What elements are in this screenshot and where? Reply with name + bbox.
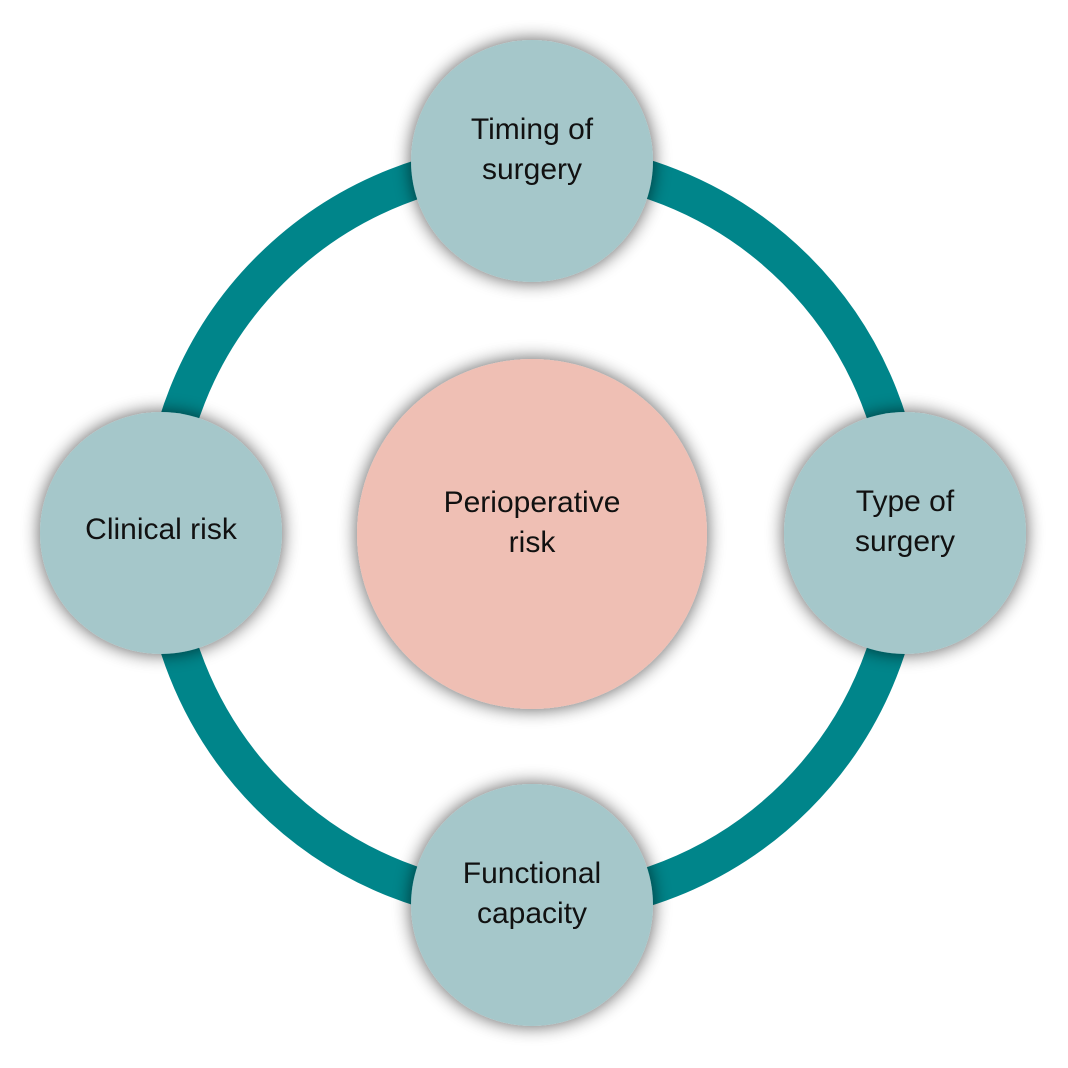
node-circle [411, 40, 653, 282]
node-label-line: Clinical risk [85, 513, 238, 546]
center-node-label-line: risk [509, 526, 557, 559]
node-label-line: Type of [856, 485, 955, 518]
node-label-line: capacity [477, 897, 587, 930]
node-circle [411, 784, 653, 1026]
node-timing-of-surgery: Timing of surgery [411, 40, 653, 282]
node-circle [784, 412, 1026, 654]
center-node-label-line: Perioperative [444, 486, 621, 519]
node-functional-capacity: Functional capacity [411, 784, 653, 1026]
center-node-circle [357, 359, 707, 709]
node-circle [40, 412, 282, 654]
node-label-line: surgery [855, 525, 955, 558]
node-label-line: Functional [463, 857, 601, 890]
node-label-line: Timing of [471, 113, 594, 146]
node-clinical-risk: Clinical risk [40, 412, 282, 654]
center-node-perioperative-risk: Perioperative risk [357, 359, 707, 709]
node-label-line: surgery [482, 153, 582, 186]
node-type-of-surgery: Type of surgery [784, 412, 1026, 654]
